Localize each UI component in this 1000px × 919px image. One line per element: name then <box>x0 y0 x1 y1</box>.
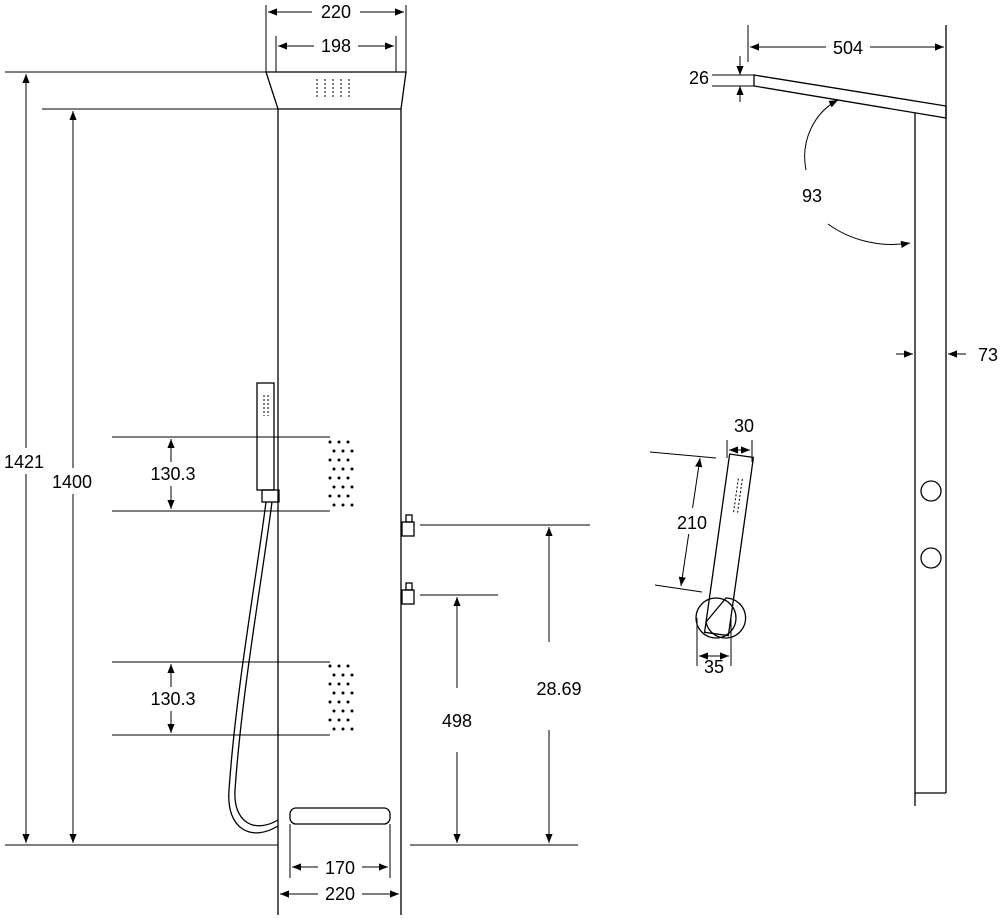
jet-nozzle <box>332 449 336 453</box>
jet-nozzle <box>350 503 354 507</box>
jet-nozzle <box>328 494 332 498</box>
body-jet-upper <box>328 440 354 507</box>
dim-valve-upper-height: 28.69 <box>536 679 581 699</box>
jet-nozzle <box>341 673 345 677</box>
jet-nozzle <box>341 449 345 453</box>
dim-handshower-width: 30 <box>734 416 754 436</box>
jet-nozzle <box>341 727 345 731</box>
jet-nozzle <box>332 673 336 677</box>
hand-shower-holder <box>261 489 280 503</box>
body-jet-lower <box>328 664 354 731</box>
jet-nozzle <box>346 476 350 480</box>
dim-valve-lower-height: 498 <box>442 711 472 731</box>
jet-nozzle <box>346 494 350 498</box>
dim-bottom-outer-width: 220 <box>325 884 355 904</box>
jet-nozzle <box>337 494 341 498</box>
jet-nozzle <box>350 709 354 713</box>
jet-nozzle <box>341 709 345 713</box>
dim-side-head-length: 504 <box>833 38 863 58</box>
jet-nozzle <box>346 458 350 462</box>
dim-bottom-inner-width: 170 <box>325 858 355 878</box>
jet-nozzle <box>341 503 345 507</box>
jet-nozzle <box>332 691 336 695</box>
jet-nozzle <box>350 691 354 695</box>
side-view: 504 26 93 73 <box>689 25 998 806</box>
detail-hand-shower-body <box>703 453 755 637</box>
jet-nozzle <box>350 449 354 453</box>
jet-nozzle <box>332 467 336 471</box>
dim-jet-lower-height: 130.3 <box>150 689 195 709</box>
jet-nozzle <box>341 691 345 695</box>
jet-nozzle <box>328 700 332 704</box>
jet-nozzle <box>346 440 350 444</box>
valve-lower <box>401 582 415 605</box>
dim-jet-upper-height: 130.3 <box>150 464 195 484</box>
shower-head-nozzles-icon <box>316 79 350 97</box>
hand-shower-front <box>228 382 280 834</box>
jet-nozzle <box>328 664 332 668</box>
jet-nozzle <box>328 682 332 686</box>
side-shower-head <box>753 74 947 119</box>
jet-nozzle <box>337 458 341 462</box>
dim-total-height: 1421 <box>4 452 44 472</box>
front-view: 220 198 1421 1400 130.3 130.3 28.69 498 … <box>3 2 590 915</box>
jet-nozzle <box>328 440 332 444</box>
jet-nozzle <box>350 485 354 489</box>
jet-nozzle <box>337 682 341 686</box>
dim-top-outer-width: 220 <box>321 2 351 22</box>
jet-nozzle <box>341 467 345 471</box>
side-valve-upper <box>920 480 942 502</box>
dim-handshower-holder: 35 <box>704 657 724 677</box>
valve-upper <box>401 514 415 537</box>
dim-side-panel-depth: 73 <box>978 345 998 365</box>
jet-nozzle <box>346 718 350 722</box>
jet-nozzle <box>332 727 336 731</box>
jet-nozzle <box>328 458 332 462</box>
dim-top-inner-width: 198 <box>321 36 351 56</box>
jet-nozzle <box>346 700 350 704</box>
detail-holder <box>705 597 747 639</box>
jet-nozzle <box>328 718 332 722</box>
jet-nozzle <box>346 682 350 686</box>
dim-panel-height: 1400 <box>52 472 92 492</box>
jet-nozzle <box>337 476 341 480</box>
side-valve-lower <box>920 547 942 569</box>
jet-nozzle <box>350 673 354 677</box>
jet-nozzle <box>337 440 341 444</box>
dim-handshower-length: 210 <box>677 513 707 533</box>
jet-nozzle <box>332 709 336 713</box>
hand-shower-detail: 210 30 35 <box>649 416 755 677</box>
jet-nozzle <box>350 467 354 471</box>
shower-hose-inner <box>234 501 279 827</box>
jet-nozzle <box>332 503 336 507</box>
tub-spout <box>289 807 391 825</box>
jet-nozzle <box>332 485 336 489</box>
jet-nozzle <box>328 476 332 480</box>
dim-side-angle: 93 <box>802 186 822 206</box>
shower-head-outline <box>265 71 407 110</box>
dim-side-head-thickness: 26 <box>689 68 709 88</box>
jet-nozzle <box>341 485 345 489</box>
jet-nozzle <box>346 664 350 668</box>
shower-hose <box>228 501 279 834</box>
jet-nozzle <box>350 727 354 731</box>
jet-nozzle <box>337 700 341 704</box>
jet-nozzle <box>337 718 341 722</box>
jet-nozzle <box>337 664 341 668</box>
